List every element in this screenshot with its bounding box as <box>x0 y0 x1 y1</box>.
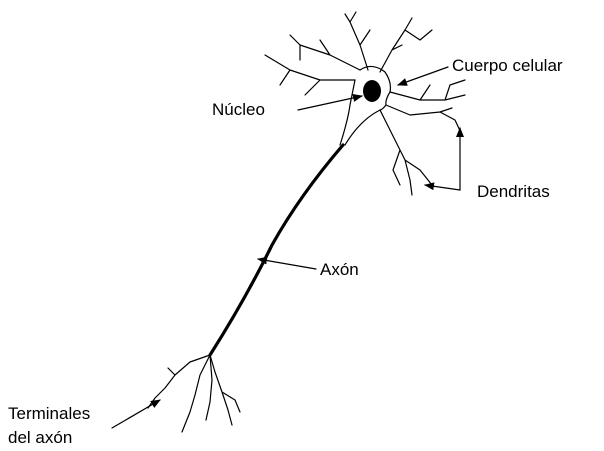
dendrites <box>265 12 465 195</box>
arrow-axon-terminals <box>112 400 160 428</box>
label-dendrites: Dendritas <box>477 182 550 201</box>
axon-terminal-branch <box>210 355 240 425</box>
axon-terminal-branch <box>206 355 212 420</box>
label-axon-terminals-line2: del axón <box>8 428 72 447</box>
arrow-axon <box>258 259 316 269</box>
label-cell-body: Cuerpo celular <box>452 56 563 75</box>
dendrite-lower-right <box>380 110 432 195</box>
cell-body <box>340 66 390 145</box>
arrow-cell-body <box>398 67 448 85</box>
arrow-dendrites-lower <box>425 185 460 190</box>
label-nucleus: Núcleo <box>212 100 265 119</box>
axon-terminals <box>148 355 240 432</box>
axon-terminal-branch <box>148 355 210 408</box>
dendrite-right <box>390 80 465 100</box>
label-axon: Axón <box>320 260 359 279</box>
axon <box>210 145 343 355</box>
nucleus <box>363 80 381 102</box>
arrow-nucleus <box>298 96 362 110</box>
cell-body-outline <box>340 66 390 145</box>
arrows <box>112 67 460 428</box>
dendrite-top-right <box>380 18 432 72</box>
dendrite-right-lower <box>386 105 462 135</box>
dendrite-upper-left <box>290 35 360 70</box>
label-axon-terminals-line1: Terminales <box>8 404 90 423</box>
dendrite-top <box>345 12 370 70</box>
